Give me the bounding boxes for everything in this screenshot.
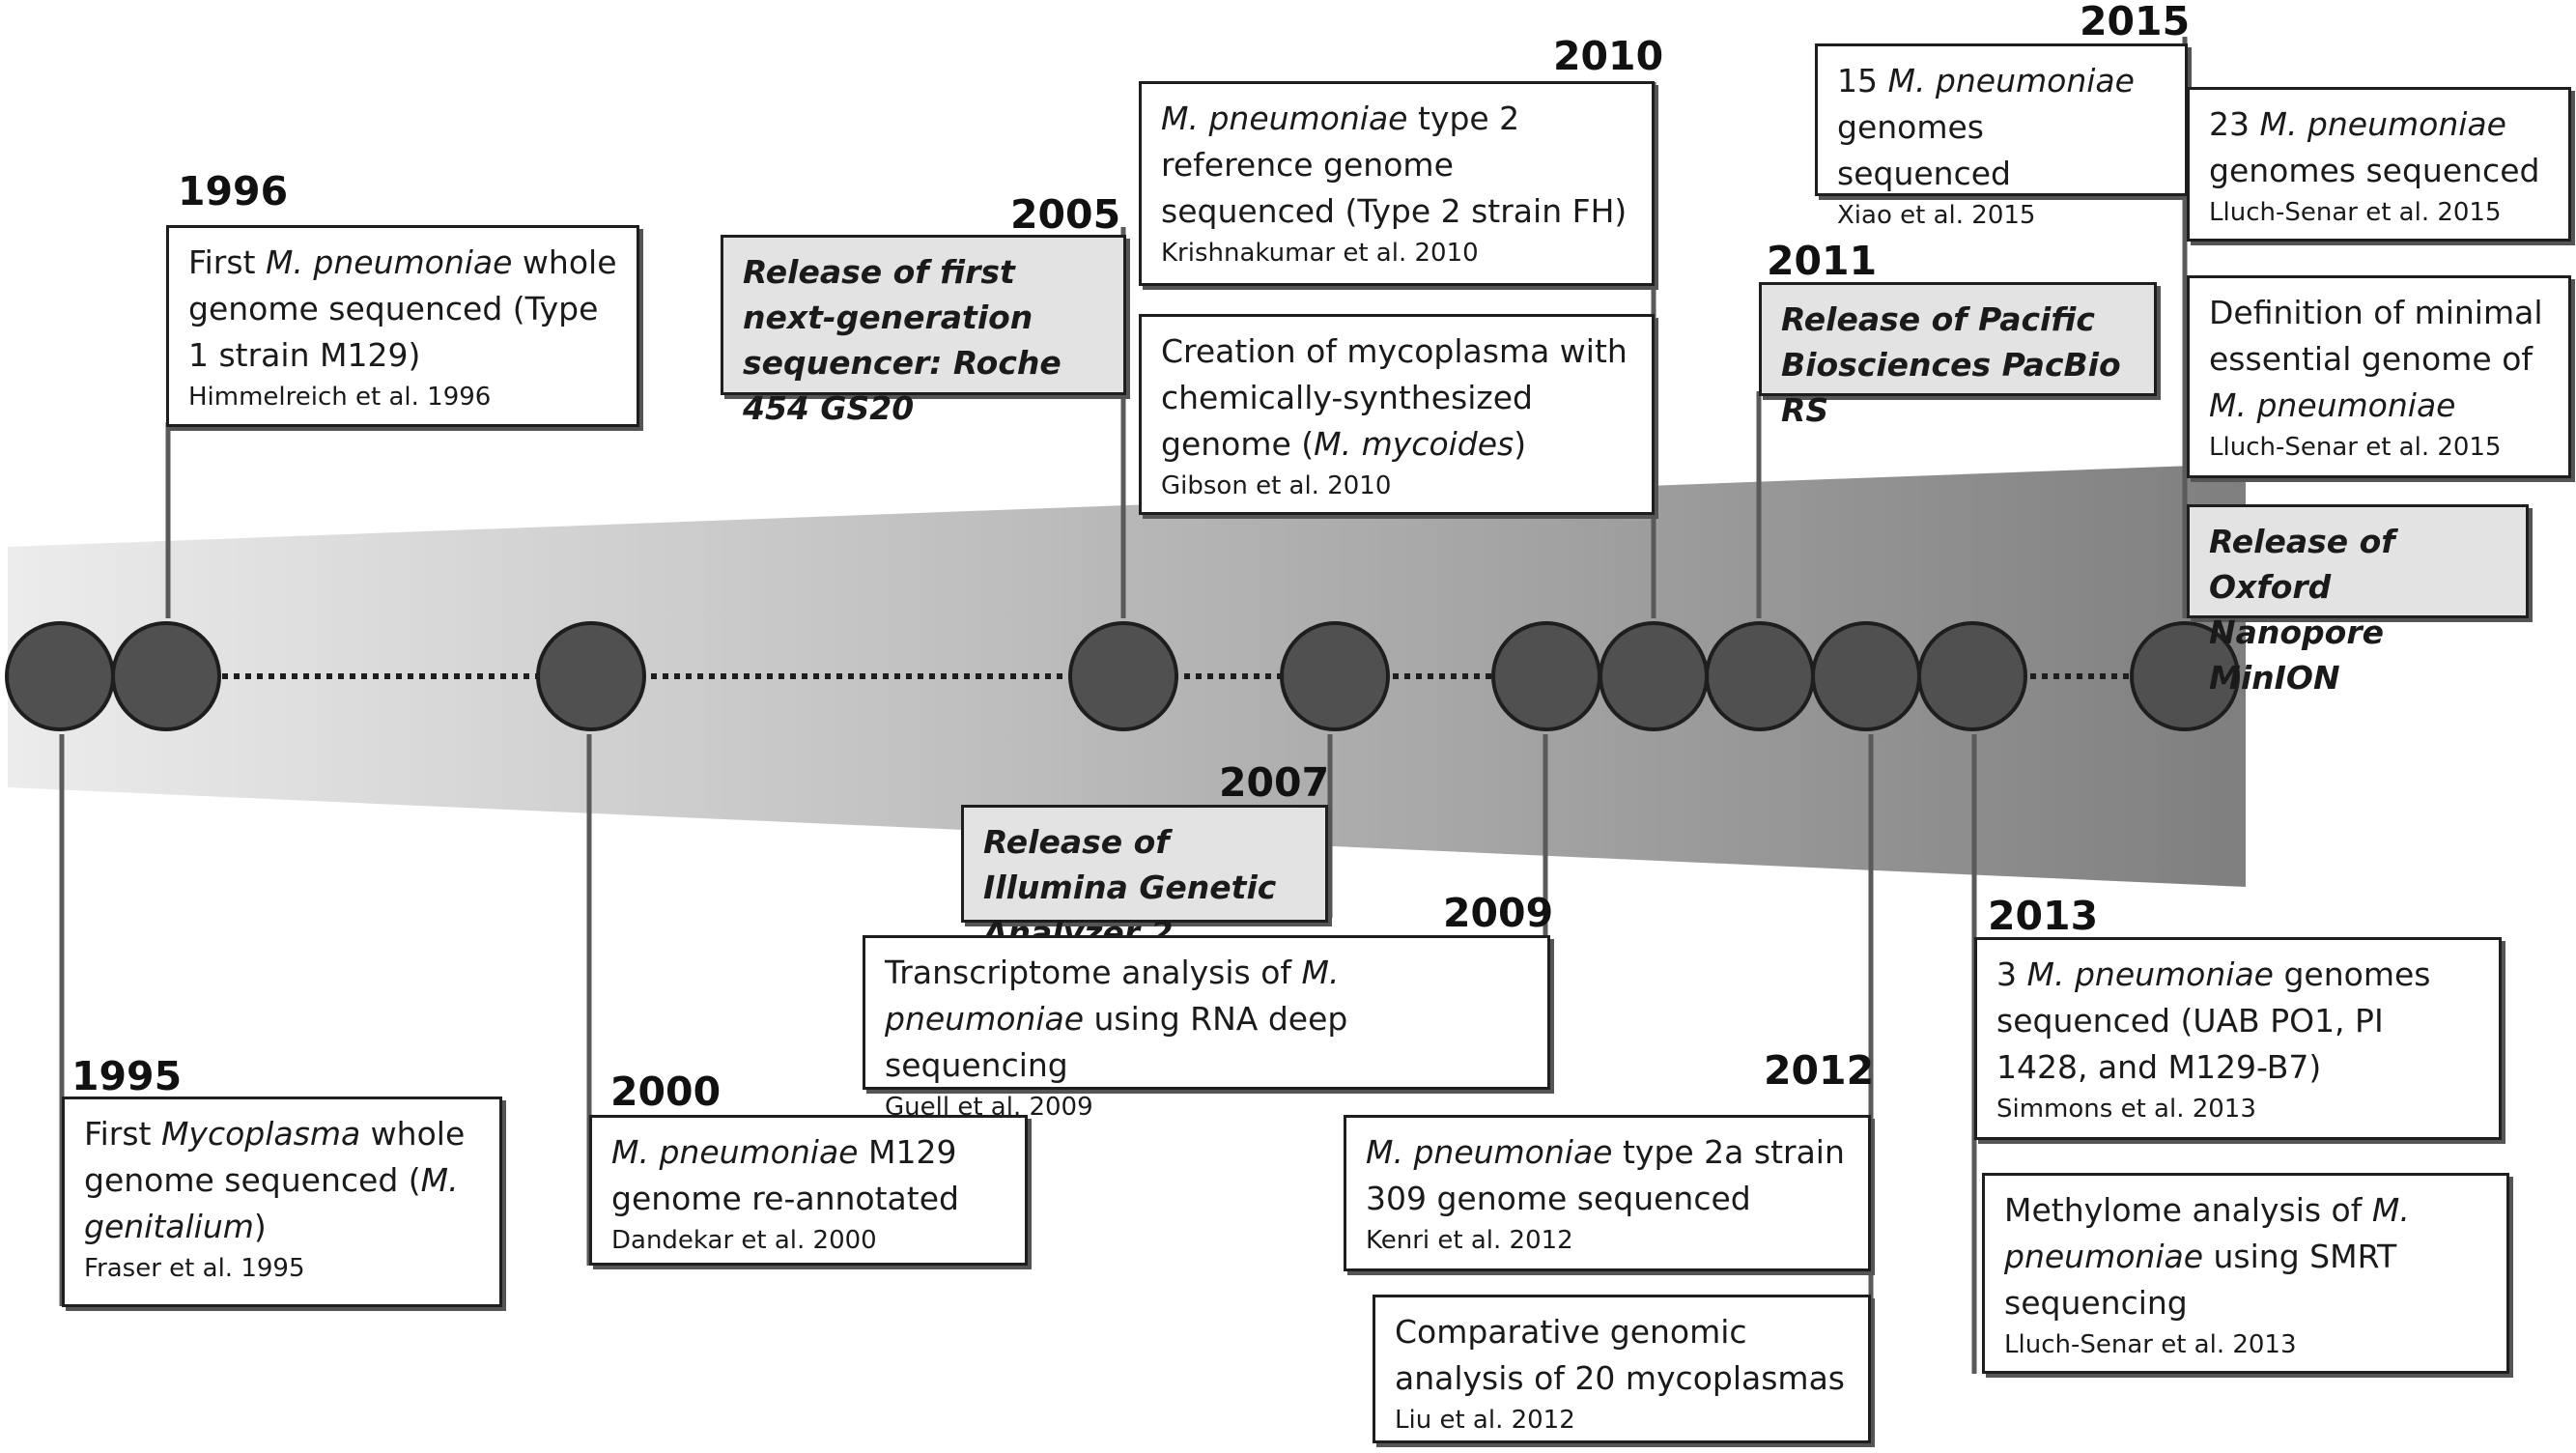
event-text: First Mycoplasma whole genome sequenced … [84,1115,466,1245]
year-label-2009: 2009 [1443,890,1554,936]
event-citation: Lluch-Senar et al. 2015 [2209,198,2502,227]
year-label-2012: 2012 [1764,1047,1875,1094]
event-citation: Lluch-Senar et al. 2015 [2209,433,2502,462]
event-text: Methylome analysis of M. pneumoniae usin… [2004,1191,2410,1322]
node-2005 [1068,621,1178,731]
event-citation: Simmons et al. 2013 [1996,1095,2256,1124]
year-label-2010: 2010 [1553,33,1664,79]
event-box-2015-b: 23 M. pneumoniae genomes sequenced Lluch… [2187,87,2571,242]
event-citation: Kenri et al. 2012 [1366,1226,1573,1255]
event-box-2005: Release of first next-generation sequenc… [721,235,1126,427]
event-text: Creation of mycoplasma with chemically-s… [1161,332,1628,463]
year-label-2015: 2015 [2080,0,2191,44]
node-2009 [1491,621,1601,731]
event-text: M. pneumoniae type 2a strain 309 genome … [1366,1133,1845,1217]
event-box-1996: First M. pneumoniae whole genome sequenc… [166,225,639,427]
event-citation: Liu et al. 2012 [1395,1406,1575,1435]
event-box-2013-b: Methylome analysis of M. pneumoniae usin… [1982,1173,2509,1374]
event-box-2011: Release of Pacific Biosciences PacBio RS [1759,282,2157,429]
event-box-2010-a: M. pneumoniae type 2 reference genome se… [1139,81,1655,286]
event-box-2009: Transcriptome analysis of M. pneumoniae … [863,935,1550,1122]
event-box-2013-a: 3 M. pneumoniae genomes sequenced (UAB P… [1974,937,2502,1140]
event-box-2015-d: Release of Oxford Nanopore MinION [2187,504,2529,697]
event-box-2015-a: 15 M. pneumoniae genomes sequenced Xiao … [1815,43,2188,230]
event-text: 23 M. pneumoniae genomes sequenced [2209,105,2540,189]
node-2015 [2130,621,2240,731]
event-citation: Lluch-Senar et al. 2013 [2004,1330,2297,1359]
node-1996 [111,621,221,731]
event-citation: Fraser et al. 1995 [84,1254,305,1283]
year-label-2011: 2011 [1767,238,1878,284]
event-text: Transcriptome analysis of M. pneumoniae … [885,954,1348,1084]
event-text: First M. pneumoniae whole genome sequenc… [188,243,617,374]
event-highlight-text: Release of Pacific Biosciences PacBio RS [1781,300,2121,429]
event-text: Comparative genomic analysis of 20 mycop… [1395,1313,1845,1397]
event-citation: Krishnakumar et al. 2010 [1161,239,1479,268]
event-citation: Xiao et al. 2015 [1837,201,2036,230]
node-2012 [1811,621,1921,731]
year-label-1996: 1996 [178,168,289,214]
event-citation: Guell et al. 2009 [885,1093,1093,1122]
timeline-nodes [5,621,2240,731]
event-box-2015-c: Definition of minimal essential genome o… [2187,275,2571,478]
year-label-2005: 2005 [1010,191,1121,238]
event-citation: Gibson et al. 2010 [1161,471,1392,500]
node-1995 [5,621,115,731]
event-box-2000: M. pneumoniae M129 genome re-annotated D… [589,1115,1028,1266]
event-box-2010-b: Creation of mycoplasma with chemically-s… [1139,314,1655,515]
event-citation: Dandekar et al. 2000 [611,1226,877,1255]
event-text: 3 M. pneumoniae genomes sequenced (UAB P… [1996,955,2431,1086]
year-label-2000: 2000 [610,1068,722,1115]
event-text: M. pneumoniae type 2 reference genome se… [1161,100,1628,230]
event-box-2012-a: M. pneumoniae type 2a strain 309 genome … [1344,1115,1871,1271]
event-citation: Himmelreich et al. 1996 [188,383,492,412]
event-box-2007: Release of Illumina Genetic Analyzer 2 [961,805,1328,952]
node-2000 [536,621,646,731]
event-text: Definition of minimal essential genome o… [2209,294,2543,424]
event-box-2012-b: Comparative genomic analysis of 20 mycop… [1373,1295,1871,1443]
event-highlight-text: Release of Oxford Nanopore MinION [2209,523,2395,697]
node-2007 [1280,621,1390,731]
event-highlight-text: Release of first next-generation sequenc… [743,253,1062,427]
year-label-2013: 2013 [1988,893,2099,939]
year-label-2007: 2007 [1219,759,1330,806]
node-2011 [1705,621,1815,731]
node-2013 [1917,621,2027,731]
event-text: M. pneumoniae M129 genome re-annotated [611,1133,959,1217]
node-2010 [1599,621,1709,731]
event-box-1995: First Mycoplasma whole genome sequenced … [62,1097,502,1307]
year-label-1995: 1995 [71,1053,183,1099]
event-text: 15 M. pneumoniae genomes sequenced [1837,62,2135,192]
